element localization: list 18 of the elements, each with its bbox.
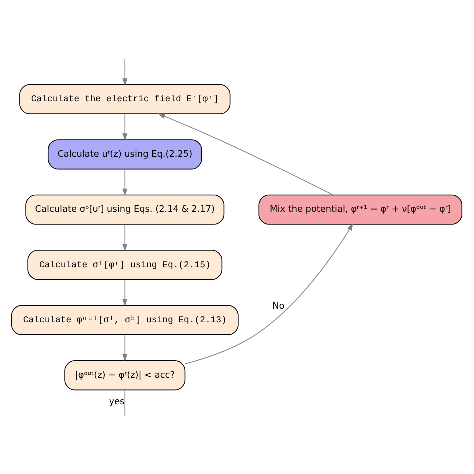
arrow — [122, 168, 128, 196]
arrow — [184, 222, 354, 364]
arrow — [122, 279, 128, 306]
node-box: Calculate the electric field Eʳ[φʳ] — [20, 84, 231, 114]
arrow — [158, 113, 334, 196]
arrow — [122, 334, 128, 362]
node-box: Calculate σᶠ[φʳ] using Eq.(2.15) — [28, 250, 223, 280]
arrow — [122, 224, 128, 251]
node-box: Calculate φᵒᵘᵗ[σᶠ, σᵇ] using Eq.(2.13) — [11, 304, 239, 335]
arrow — [122, 113, 128, 140]
node-box: Mix the potential, φʳ⁺¹ = φʳ + ν[φᵒᵘᵗ − φʳ] — [258, 194, 463, 224]
node-box: Calculate σᵇ[uʳ] using Eqs. (2.14 & 2.17) — [26, 194, 225, 224]
edge-label: yes — [109, 396, 125, 407]
node-box: Calculate uʳ(z) using Eq.(2.25) — [48, 139, 202, 170]
edge-label: No — [272, 301, 285, 312]
arrow — [122, 58, 128, 86]
connector — [124, 389, 126, 416]
node-box: |φᵒᵘᵗ(z) − φʳ(z)| < acc? — [64, 360, 186, 390]
